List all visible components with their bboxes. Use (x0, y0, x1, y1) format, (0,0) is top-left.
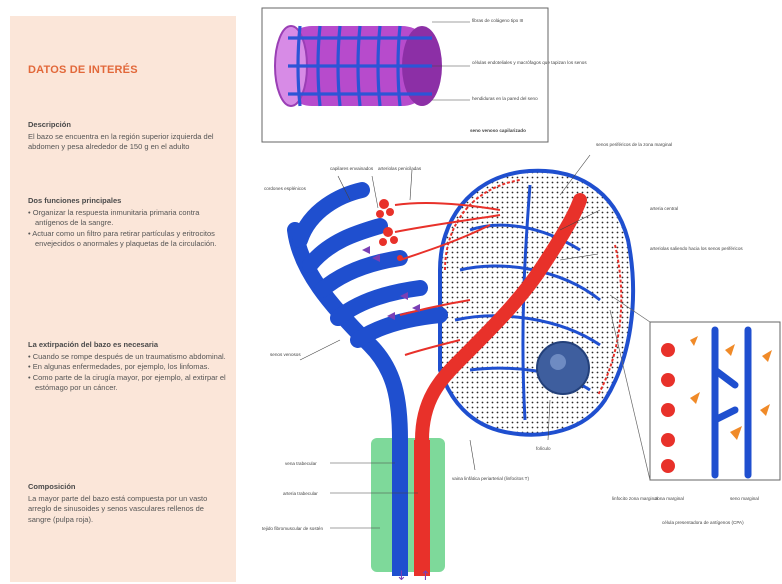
label-seno-venoso: seno venoso capilarizado (470, 128, 526, 133)
label-zona-marginal: zona marginal (655, 496, 684, 501)
arrow-down-icon: ↓ (396, 569, 407, 584)
label-vaina-linfatica: vaina linfática periarterial (linfocitos… (452, 476, 529, 481)
venous-sinus-illustration (275, 26, 442, 106)
label-tejido-fibroso: tejido fibromuscular de sostén (262, 526, 323, 531)
trabecular-artery (414, 440, 430, 576)
label-hendiduras: hendiduras en la pared del seno (472, 96, 538, 101)
label-seno-marginal: seno marginal (730, 496, 759, 501)
label-linfocito-zona: linfocito zona marginal (612, 496, 658, 501)
label-fibras-colageno: fibras de colágeno tipo III (472, 18, 523, 23)
label-arteria-trabecular: arteria trabecular (283, 491, 318, 496)
trabecular-vein (392, 440, 408, 576)
label-arteriolas-peniciladas: arteriolas peniciladas (378, 166, 422, 171)
label-cordones: cordones esplénicos (264, 186, 307, 191)
label-arteria-central: arteria central (650, 206, 678, 211)
label-senos-perifericos: senos periféricos de la zona marginal (596, 142, 672, 147)
label-senos-venosos: senos venosos (270, 352, 301, 357)
label-celulas-endoteliales: células endoteliales y macrófagos que ta… (472, 60, 587, 65)
arrow-up-icon: ↑ (420, 569, 431, 584)
label-capilares: capilares envainados (330, 166, 374, 171)
label-foliculo: folículo (536, 446, 551, 451)
follicle-highlight (550, 354, 566, 370)
label-vena-trabecular: vena trabecular (285, 461, 317, 466)
red-pulp (440, 171, 633, 435)
label-celula-presentadora: célula presentadora de antígenos (CPA) (662, 520, 744, 525)
label-arteriolas-salen: arteriolas saliendo hacia los senos peri… (650, 246, 743, 251)
